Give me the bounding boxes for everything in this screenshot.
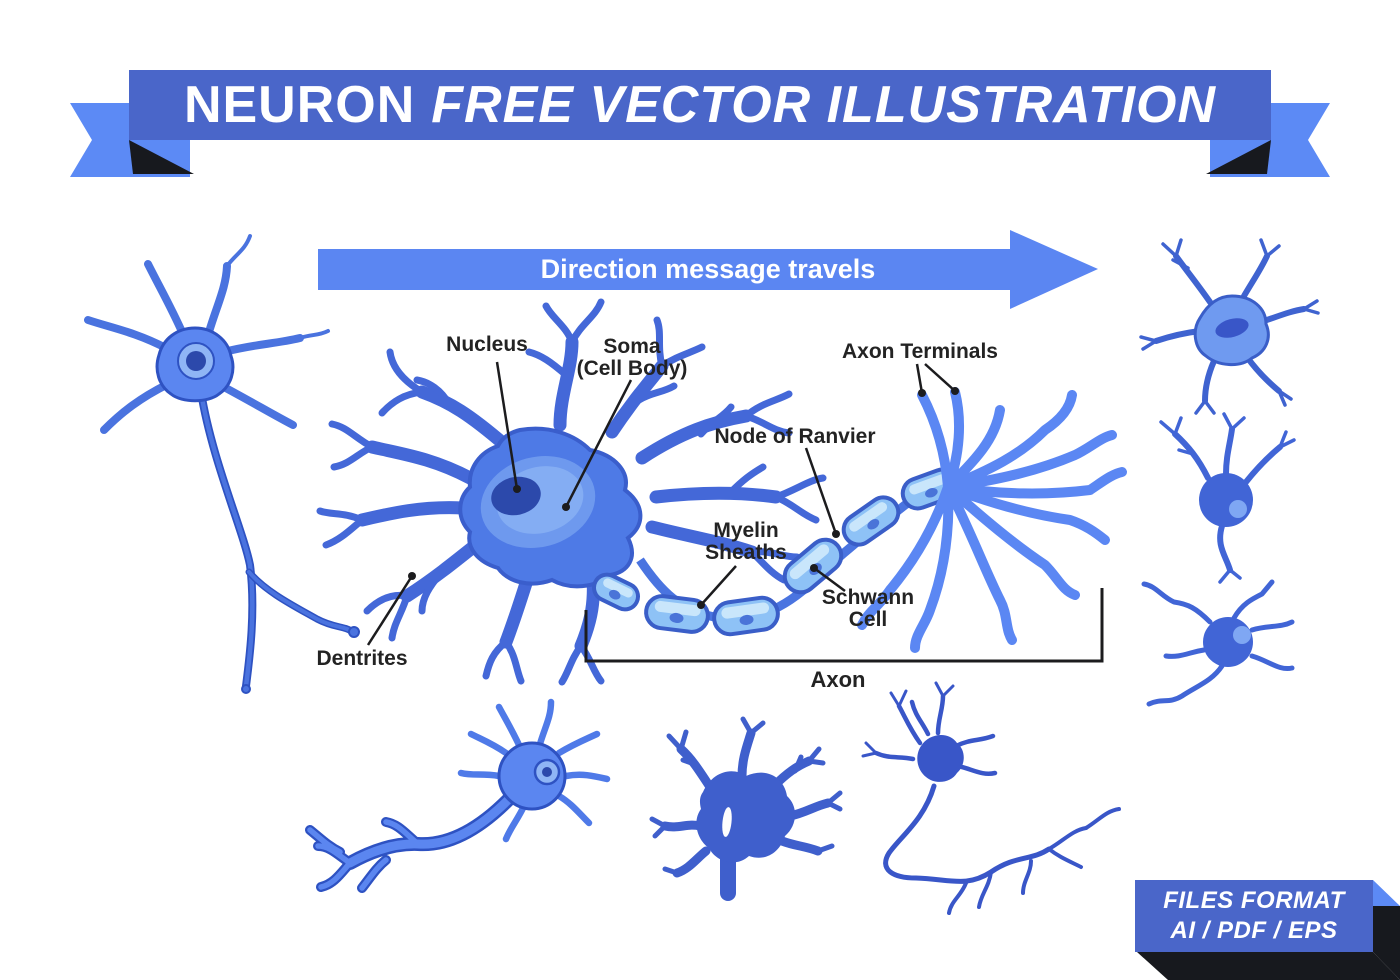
- banner-word-neuron: NEURON: [183, 76, 416, 134]
- label-node-of-ranvier: Node of Ranvier: [714, 425, 876, 448]
- direction-arrow: [318, 230, 1098, 309]
- label-schwann-line2: Cell: [848, 608, 888, 631]
- label-nucleus: Nucleus: [446, 333, 528, 356]
- label-myelin-line2: Sheaths: [705, 541, 787, 564]
- neuron-variant-round2-icon: [1141, 579, 1295, 707]
- label-myelin-line1: Myelin: [713, 519, 779, 542]
- neuron-variant-left-icon: [84, 234, 360, 694]
- neuron-variant-star-icon: [1139, 238, 1320, 415]
- pointer-lines: [366, 361, 956, 646]
- nucleus-art: [491, 476, 541, 516]
- title-ribbon: [70, 70, 1330, 177]
- label-soma: Soma: [603, 335, 661, 358]
- label-schwann-line1: Schwann: [821, 586, 915, 609]
- pointer-dots: [408, 387, 959, 609]
- banner-word-rest: FREE VECTOR ILLUSTRATION: [431, 76, 1217, 134]
- axon-bracket: [584, 588, 1104, 663]
- direction-arrow-label: Direction message travels: [540, 253, 876, 284]
- label-dendrites: Dentrites: [316, 647, 408, 670]
- neuron-variant-round-icon: [1159, 412, 1296, 584]
- main-neuron-illustration: [316, 298, 1127, 686]
- axon-terminals-art: [857, 387, 1127, 653]
- banner-title: NEURON FREE VECTOR ILLUSTRATION: [129, 70, 1271, 140]
- label-axon-terminals: Axon Terminals: [842, 340, 998, 363]
- neuron-variant-tree-icon: [649, 716, 843, 901]
- neuron-variant-bottom-left-icon: [305, 698, 611, 893]
- neuron-variant-curvy-icon: [861, 681, 1121, 915]
- dendrites-art: [355, 335, 783, 653]
- files-format-line2: AI / PDF / EPS: [1170, 917, 1338, 944]
- label-axon: Axon: [810, 667, 866, 692]
- label-soma-sub: (Cell Body): [576, 357, 688, 380]
- files-format-badge: [1135, 880, 1400, 980]
- files-format-line1: FILES FORMAT: [1163, 887, 1345, 914]
- files-format-text: FILES FORMAT AI / PDF / EPS: [1135, 880, 1373, 952]
